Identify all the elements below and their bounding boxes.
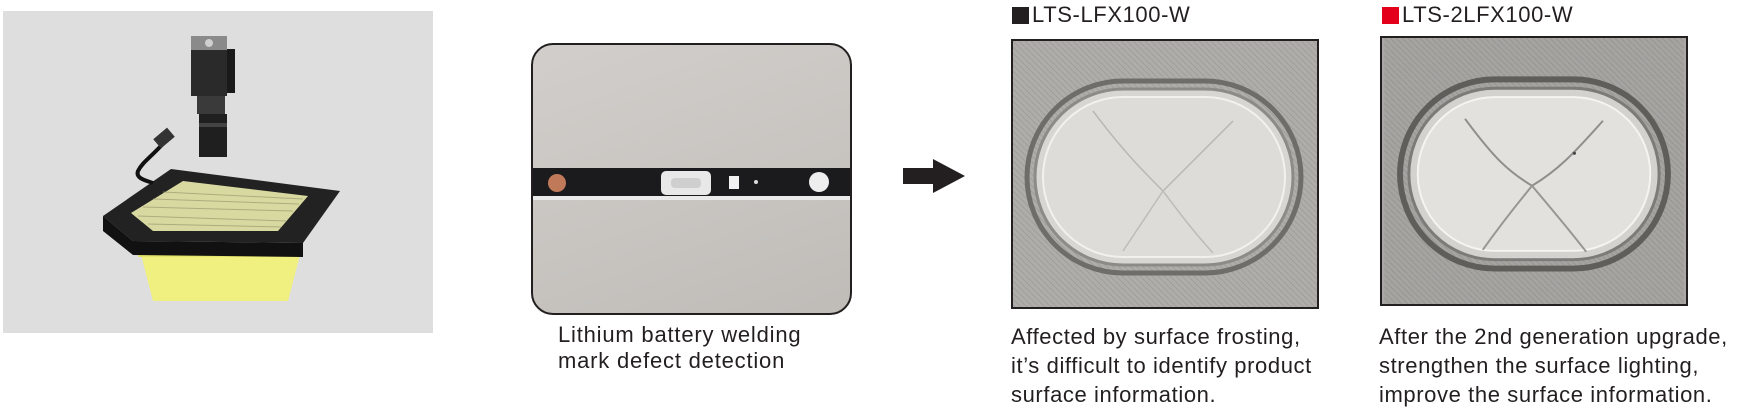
battery-sample-photo [531,43,852,315]
battery-strip-icon [533,168,850,200]
caption-line: Lithium battery welding [558,322,802,347]
result-title: LTS-LFX100-W [1012,2,1190,28]
red-square-icon [1382,6,1399,24]
caption-line: surface information. [1011,382,1217,407]
sample-caption: Lithium battery welding mark defect dete… [558,322,801,374]
caption-line: After the 2nd generation upgrade, [1379,324,1728,349]
inspection-result-image [1380,36,1688,306]
model-name: LTS-LFX100-W [1032,2,1191,27]
caption-line: it’s difficult to identify product [1011,353,1312,378]
weld-mark-image-icon [1013,41,1317,307]
caption-line: Affected by surface frosting, [1011,324,1301,349]
weld-mark-image-icon [1384,38,1684,304]
model-name: LTS-2LFX100-W [1402,2,1574,27]
black-square-icon [1012,6,1029,24]
caption-line: mark defect detection [558,348,786,373]
right-arrow-icon [903,159,965,193]
caption-line: strengthen the surface lighting, [1379,353,1700,378]
setup-render-image [3,11,433,333]
result-caption: Affected by surface frosting, it’s diffi… [1011,322,1312,409]
inspection-result-image [1011,39,1319,309]
result-caption: After the 2nd generation upgrade, streng… [1379,322,1728,409]
camera-light-setup-icon [103,36,340,301]
result-title: LTS-2LFX100-W [1382,2,1573,28]
caption-line: improve the surface information. [1379,382,1713,407]
